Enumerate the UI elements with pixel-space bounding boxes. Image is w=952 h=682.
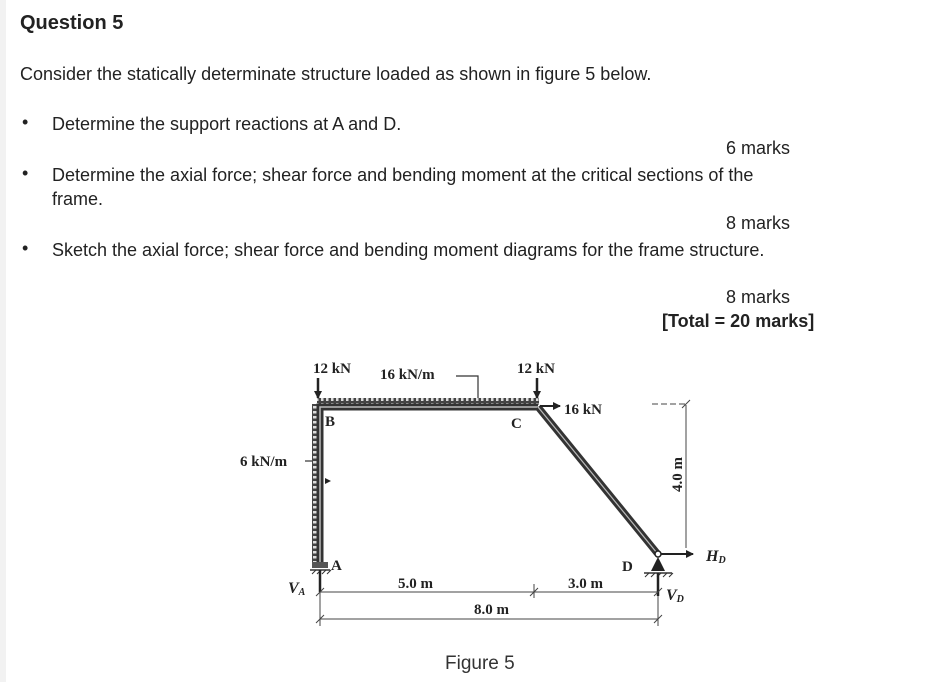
- total-marks: [Total = 20 marks]: [662, 311, 815, 331]
- bullet-icon: •: [22, 112, 29, 132]
- dimension-label-4m: 4.0 m: [670, 457, 686, 493]
- page-edge: [0, 0, 6, 682]
- node-label-d: D: [622, 559, 633, 575]
- frame-members: [316, 403, 660, 562]
- udl-bc-strip: [317, 398, 539, 405]
- dimension-label-3m: 3.0 m: [568, 576, 604, 592]
- bullet-icon: •: [22, 238, 29, 258]
- figure-caption: Figure 5: [445, 653, 515, 674]
- udl-ab-direction-icon: [325, 478, 331, 484]
- node-label-c: C: [511, 416, 522, 432]
- question-intro: Consider the statically determinate stru…: [20, 64, 652, 84]
- label-point-load-c-horizontal: 16 kN: [564, 402, 602, 418]
- udl-ab-strip: [312, 404, 318, 562]
- question-title: Question 5: [20, 12, 124, 34]
- task-text: Determine the support reactions at A and…: [52, 114, 402, 134]
- task-text-line1: Determine the axial force; shear force a…: [52, 165, 754, 185]
- support-a-icon: [310, 562, 332, 592]
- task-text-line2: frame.: [52, 189, 104, 209]
- dimension-label-5m: 5.0 m: [398, 576, 434, 592]
- bullet-icon: •: [22, 163, 29, 183]
- node-label-a: A: [331, 558, 342, 574]
- task-3-marks: 8 marks: [726, 287, 791, 307]
- task-text: Sketch the axial force; shear force and …: [52, 240, 765, 260]
- label-point-load-b: 12 kN: [313, 361, 351, 377]
- reaction-vd-label: VD: [666, 587, 684, 605]
- task-2-marks: 8 marks: [726, 213, 791, 233]
- dimension-lines: [315, 399, 691, 626]
- node-label-b: B: [325, 414, 335, 430]
- udl-bc-leader: [456, 375, 479, 398]
- label-point-load-c-vertical: 12 kN: [517, 361, 555, 377]
- reaction-va-label: VA: [288, 580, 306, 598]
- label-udl-bc: 16 kN/m: [380, 367, 435, 383]
- label-udl-ab: 6 kN/m: [240, 454, 288, 470]
- reaction-hd-label: HD: [705, 548, 726, 566]
- dimension-label-8m: 8.0 m: [474, 602, 510, 618]
- task-1-marks: 6 marks: [726, 138, 791, 158]
